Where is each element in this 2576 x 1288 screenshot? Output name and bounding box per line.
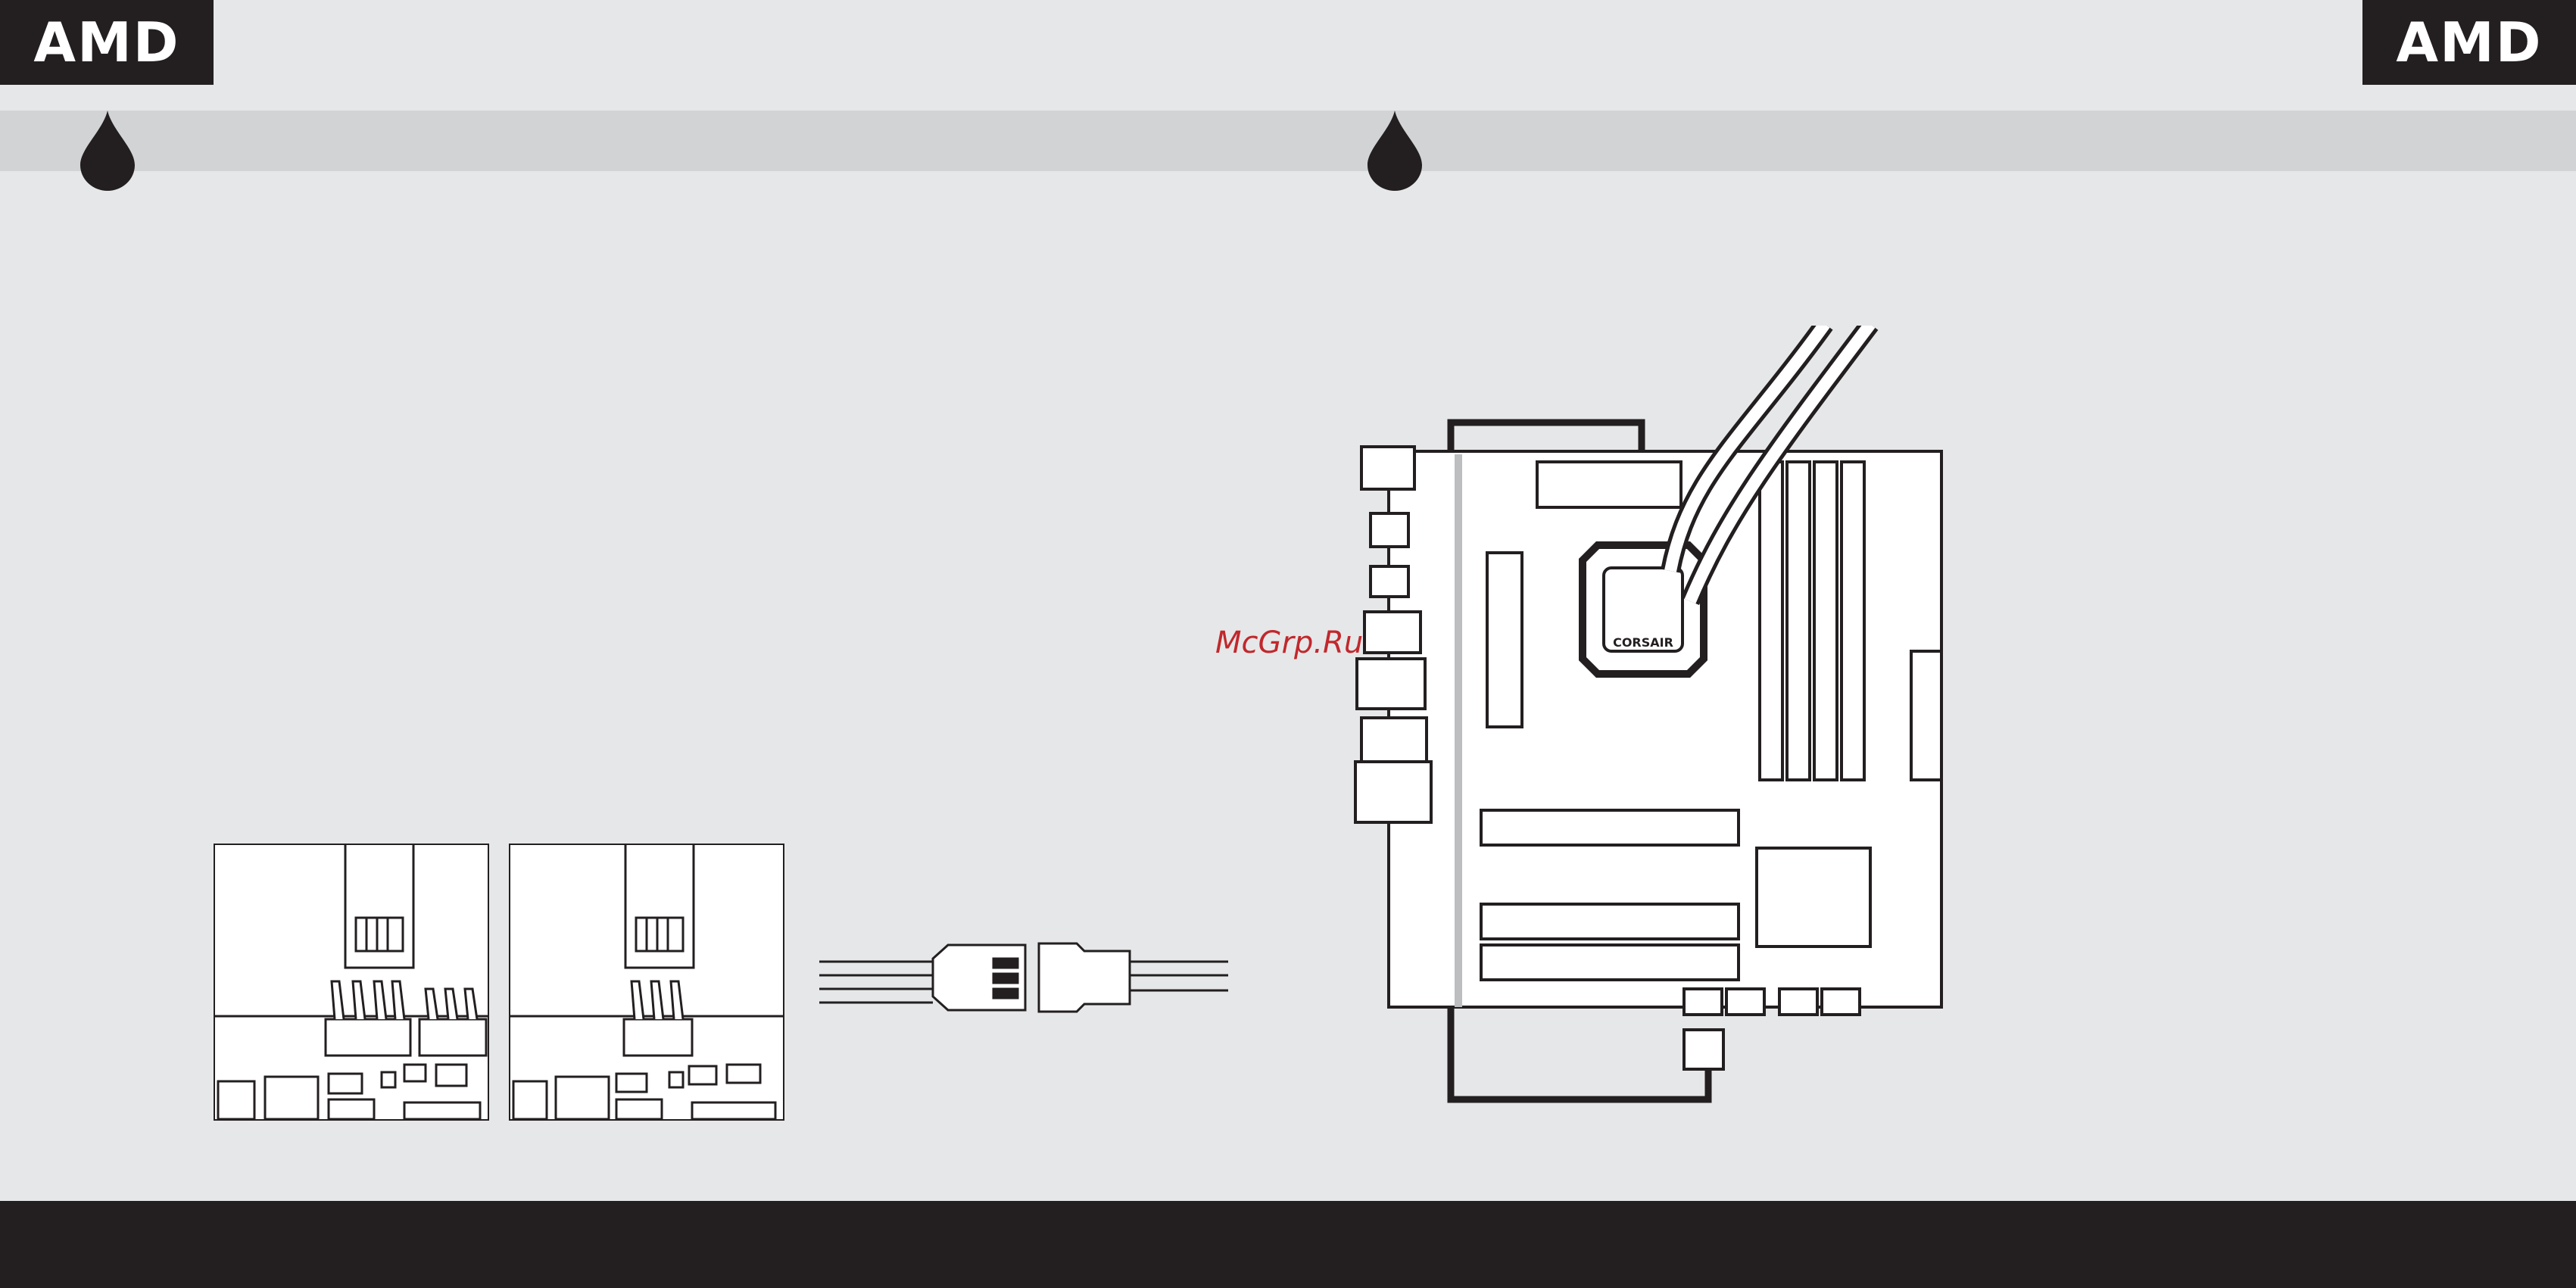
fan-header-drawing-1 <box>215 845 488 1119</box>
amd-logo-left: AMD <box>0 0 214 85</box>
fan-header-detail-2 <box>509 844 784 1121</box>
fan-header-drawing-2 <box>510 845 783 1119</box>
water-drop-icon <box>79 109 136 191</box>
motherboard-illustration: CORSAIR <box>1348 326 1969 1113</box>
cooler-brand-mark: CORSAIR <box>1613 635 1673 650</box>
amd-logo-right: AMD <box>2362 0 2576 85</box>
header-band <box>0 111 2576 171</box>
watermark: McGrp.Ru <box>1215 625 1363 660</box>
water-drop-icon <box>1366 109 1424 191</box>
fan-header-detail-1 <box>214 844 489 1121</box>
fan-cable-connector <box>819 936 1228 1019</box>
footer-bar <box>0 1201 2576 1288</box>
